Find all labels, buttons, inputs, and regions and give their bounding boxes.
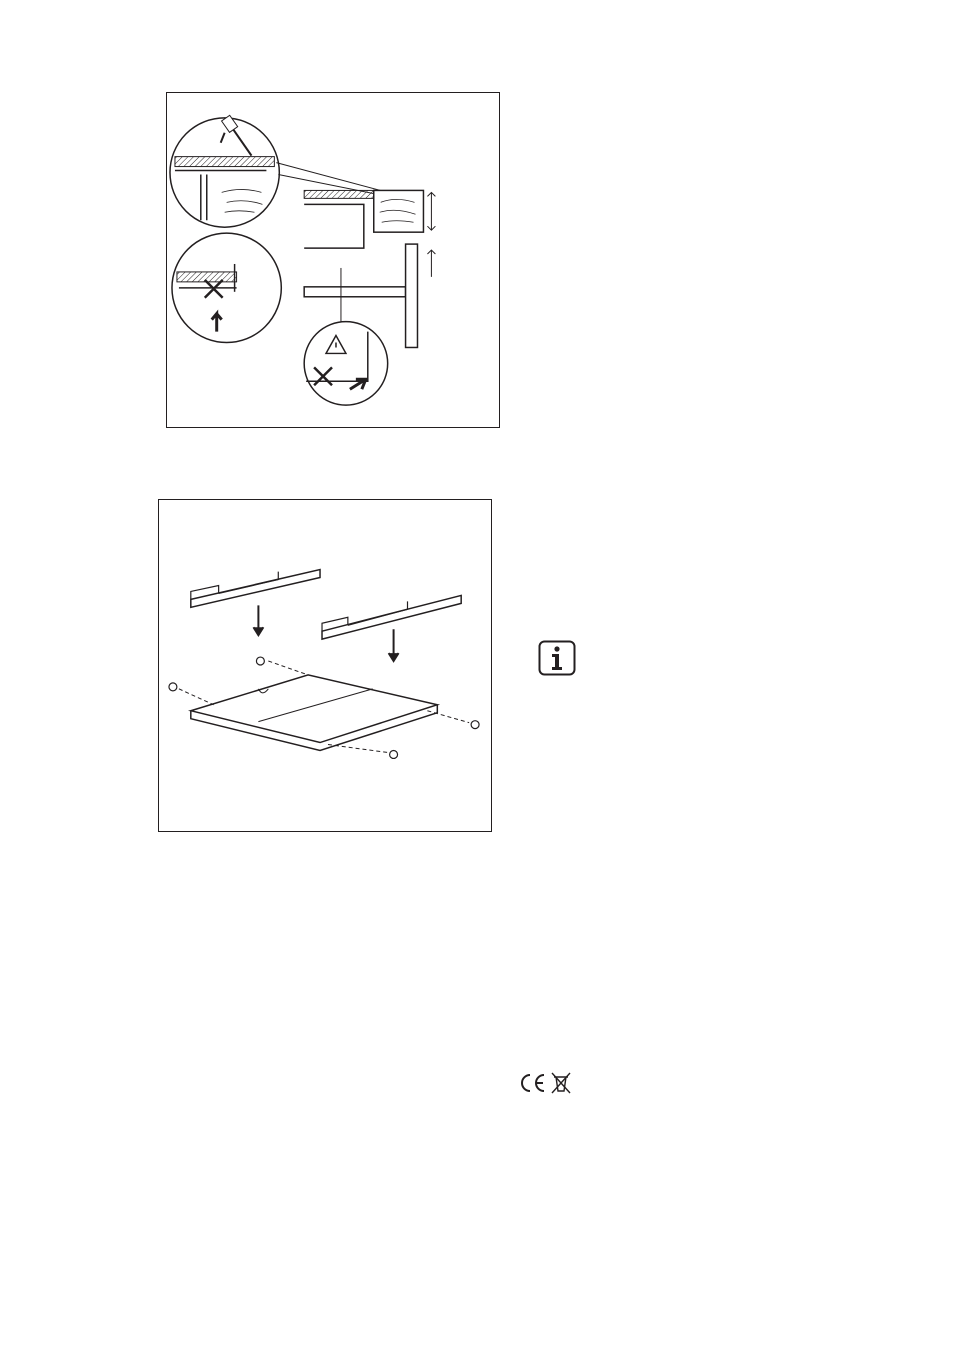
mounting-rails-illustration: [159, 500, 491, 831]
arrow-down-icon: [389, 629, 399, 661]
crossed-out-bin-icon: [552, 1073, 570, 1093]
mounting-rails-figure: [158, 499, 492, 832]
rail-left: [191, 570, 320, 608]
compliance-marks: [516, 1071, 580, 1095]
info-icon: [538, 640, 576, 676]
screw-icon: [169, 683, 177, 691]
ce-mark-icon: [522, 1075, 544, 1091]
height-dimension-icon: [427, 192, 435, 230]
arrow-down-icon: [253, 605, 263, 635]
cabinet-section: [304, 190, 435, 347]
screw-icon: [256, 657, 264, 665]
sealant-detail: [170, 115, 279, 227]
installation-figure: [166, 92, 500, 428]
appliance-base: [191, 675, 438, 751]
rail-right: [322, 595, 461, 639]
screw-icon: [390, 750, 398, 758]
warning-detail: [304, 322, 387, 405]
installation-illustration: [167, 93, 499, 427]
screw-icon: [471, 721, 479, 729]
incorrect-installation-detail: [172, 233, 281, 342]
